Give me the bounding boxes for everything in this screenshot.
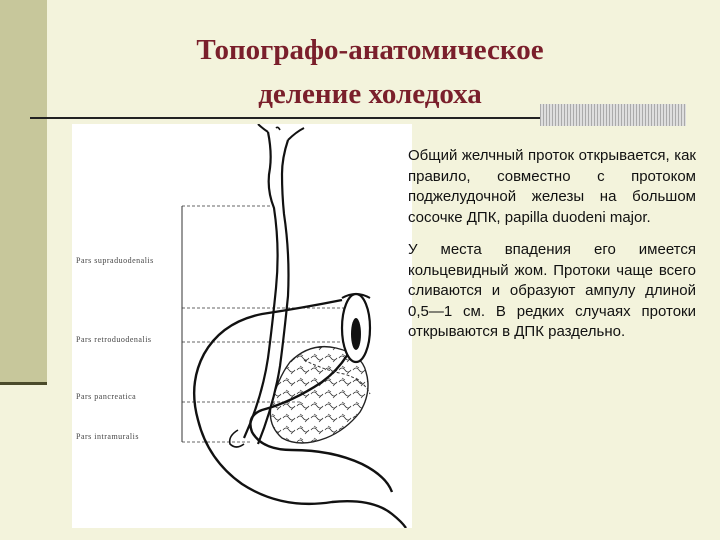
description-text: Общий желчный проток открывается, как пр…	[408, 146, 696, 343]
hepatic-duct-mid	[275, 126, 281, 131]
paragraph-2: У места впадения его имеется кольцевидны…	[408, 241, 696, 340]
decorative-sidebar	[0, 0, 47, 385]
title-line-2: деление холедоха	[258, 78, 482, 110]
papilla	[228, 429, 245, 448]
duodenum-outer-wall	[193, 298, 407, 528]
anatomy-figure: Pars supraduodenalis Pars retroduodenali…	[72, 124, 412, 528]
paragraph-1: Общий желчный проток открывается, как пр…	[408, 147, 696, 226]
pylorus-lumen	[351, 318, 361, 350]
bile-duct-left	[242, 131, 279, 439]
sidebar-rule	[0, 382, 47, 385]
label-supraduodenalis: Pars supraduodenalis	[76, 256, 154, 265]
decorative-hatch	[540, 104, 686, 126]
bile-duct-right	[256, 139, 290, 445]
duodenum-inner-wall	[249, 319, 394, 493]
title-divider	[30, 117, 540, 119]
label-retroduodenalis: Pars retroduodenalis	[76, 335, 152, 344]
choledochus-diagram: Pars supraduodenalis Pars retroduodenali…	[76, 124, 407, 528]
slide-title: Топографо-анатомическое деление холедоха	[120, 28, 620, 116]
pancreatic-duct	[303, 359, 371, 395]
hepatic-duct-right	[287, 127, 305, 141]
hepatic-duct-left	[257, 124, 269, 133]
pylorus-top	[341, 293, 371, 299]
title-line-1: Топографо-анатомическое	[196, 34, 544, 66]
label-pancreatica: Pars pancreatica	[76, 392, 136, 401]
label-intramuralis: Pars intramuralis	[76, 432, 139, 441]
